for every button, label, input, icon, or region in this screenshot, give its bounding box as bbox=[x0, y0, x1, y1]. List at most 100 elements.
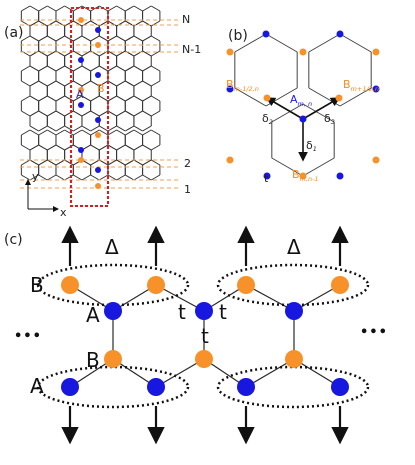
row-label-b-mid: B bbox=[86, 348, 100, 372]
row-label-a-bot: A bbox=[30, 374, 44, 398]
row-label-n-minus-1: N-1 bbox=[182, 43, 201, 56]
hexagon-bond bbox=[302, 103, 335, 123]
lattice-bond bbox=[133, 5, 143, 12]
b-site bbox=[61, 276, 79, 294]
lattice-bond bbox=[107, 35, 117, 42]
lattice-bond bbox=[38, 174, 48, 181]
lattice-bond bbox=[64, 80, 74, 87]
lattice-bond bbox=[107, 20, 117, 27]
lattice-bond bbox=[142, 144, 152, 151]
hexagon-bond bbox=[271, 103, 304, 123]
lattice-bond bbox=[55, 95, 65, 102]
unit-cell-box bbox=[70, 7, 109, 207]
b-site bbox=[226, 156, 234, 164]
lattice-bond bbox=[47, 95, 57, 102]
lattice-bond bbox=[125, 159, 135, 166]
lattice-bond bbox=[125, 80, 135, 87]
lattice-bond bbox=[21, 129, 31, 136]
lattice-bond bbox=[107, 95, 117, 102]
lattice-bond bbox=[73, 95, 83, 102]
lattice-bond bbox=[38, 80, 48, 87]
lattice-bond bbox=[47, 50, 57, 57]
a-site bbox=[372, 85, 380, 93]
lattice-bond bbox=[81, 80, 91, 87]
lattice-bond bbox=[107, 110, 117, 117]
lattice-bond bbox=[90, 129, 100, 136]
lattice-bond bbox=[90, 95, 100, 102]
lattice-bond bbox=[142, 129, 152, 136]
b-bottom-label: Bm,n-1 bbox=[292, 168, 319, 183]
lattice-bond bbox=[107, 125, 117, 132]
lattice-bond bbox=[47, 110, 57, 117]
lattice-bond bbox=[47, 5, 57, 12]
ellipsis-right: ••• bbox=[360, 325, 388, 340]
ladder-sites bbox=[61, 276, 349, 396]
lattice-bond bbox=[107, 5, 117, 12]
b-site bbox=[95, 132, 101, 138]
ellipsis-left: ••• bbox=[14, 329, 42, 344]
lattice-bond bbox=[107, 174, 117, 181]
lattice-bond bbox=[29, 129, 39, 136]
lattice-bond bbox=[21, 110, 31, 117]
a-site bbox=[263, 172, 271, 180]
lattice-bond bbox=[125, 5, 135, 12]
lattice-bond bbox=[64, 35, 74, 42]
lattice-bond bbox=[133, 95, 143, 102]
lattice-bond bbox=[64, 159, 74, 166]
lattice-bond bbox=[55, 110, 65, 117]
a-center-label: Am, n bbox=[290, 93, 312, 108]
lattice-bond bbox=[47, 144, 57, 151]
lattice-bond bbox=[90, 144, 100, 151]
lattice-bond bbox=[142, 110, 152, 117]
pairing-ellipse-top-left bbox=[36, 263, 190, 307]
lattice-bond bbox=[150, 20, 161, 27]
lattice-bond bbox=[47, 35, 57, 42]
b-site bbox=[263, 94, 271, 102]
a-site bbox=[78, 57, 84, 63]
lattice-bond bbox=[55, 65, 65, 72]
b-site bbox=[195, 350, 213, 368]
a-site bbox=[299, 115, 307, 123]
b-left-label: Bm-1/2,n bbox=[226, 78, 259, 93]
lattice-bond bbox=[125, 65, 135, 72]
delta-1-label: δ1 bbox=[306, 139, 317, 153]
lattice-bond bbox=[107, 159, 117, 166]
lattice-bond bbox=[38, 95, 48, 102]
lattice-bond bbox=[29, 5, 39, 12]
lattice-bond bbox=[125, 95, 135, 102]
row-label-n: N bbox=[182, 13, 190, 26]
row-label-a-mid: A bbox=[86, 303, 100, 327]
b-site bbox=[331, 276, 349, 294]
hopping-t-right: t bbox=[219, 300, 227, 324]
panel-b-label: (b) bbox=[228, 28, 248, 44]
a-site bbox=[237, 378, 255, 396]
hopping-label: t bbox=[264, 172, 269, 185]
lattice-bond bbox=[116, 174, 126, 181]
lattice-bond bbox=[90, 125, 100, 132]
lattice-bond bbox=[150, 35, 161, 42]
b-site bbox=[78, 157, 84, 163]
lattice-bond bbox=[99, 174, 109, 181]
lattice-bond bbox=[133, 125, 143, 132]
lattice-bond bbox=[99, 110, 109, 117]
lattice-bond bbox=[107, 144, 117, 151]
lattice-bond bbox=[116, 125, 126, 132]
row-label-2: 2 bbox=[184, 157, 191, 170]
a-site bbox=[285, 302, 303, 320]
lattice-bond bbox=[29, 110, 39, 117]
panel-c: (c) bbox=[4, 225, 388, 445]
lattice-bond bbox=[29, 20, 39, 27]
honeycomb-lattice bbox=[20, 5, 161, 181]
lattice-bond bbox=[21, 174, 31, 181]
lattice-bond bbox=[150, 159, 161, 166]
lattice-bond bbox=[125, 174, 135, 181]
b-site bbox=[299, 48, 307, 56]
lattice-bond bbox=[38, 125, 48, 132]
lattice-bond bbox=[64, 144, 74, 151]
lattice-bond bbox=[142, 159, 152, 166]
b-site bbox=[226, 48, 234, 56]
lattice-bond bbox=[47, 174, 57, 181]
a-site bbox=[336, 172, 344, 180]
lattice-bond bbox=[99, 95, 109, 102]
